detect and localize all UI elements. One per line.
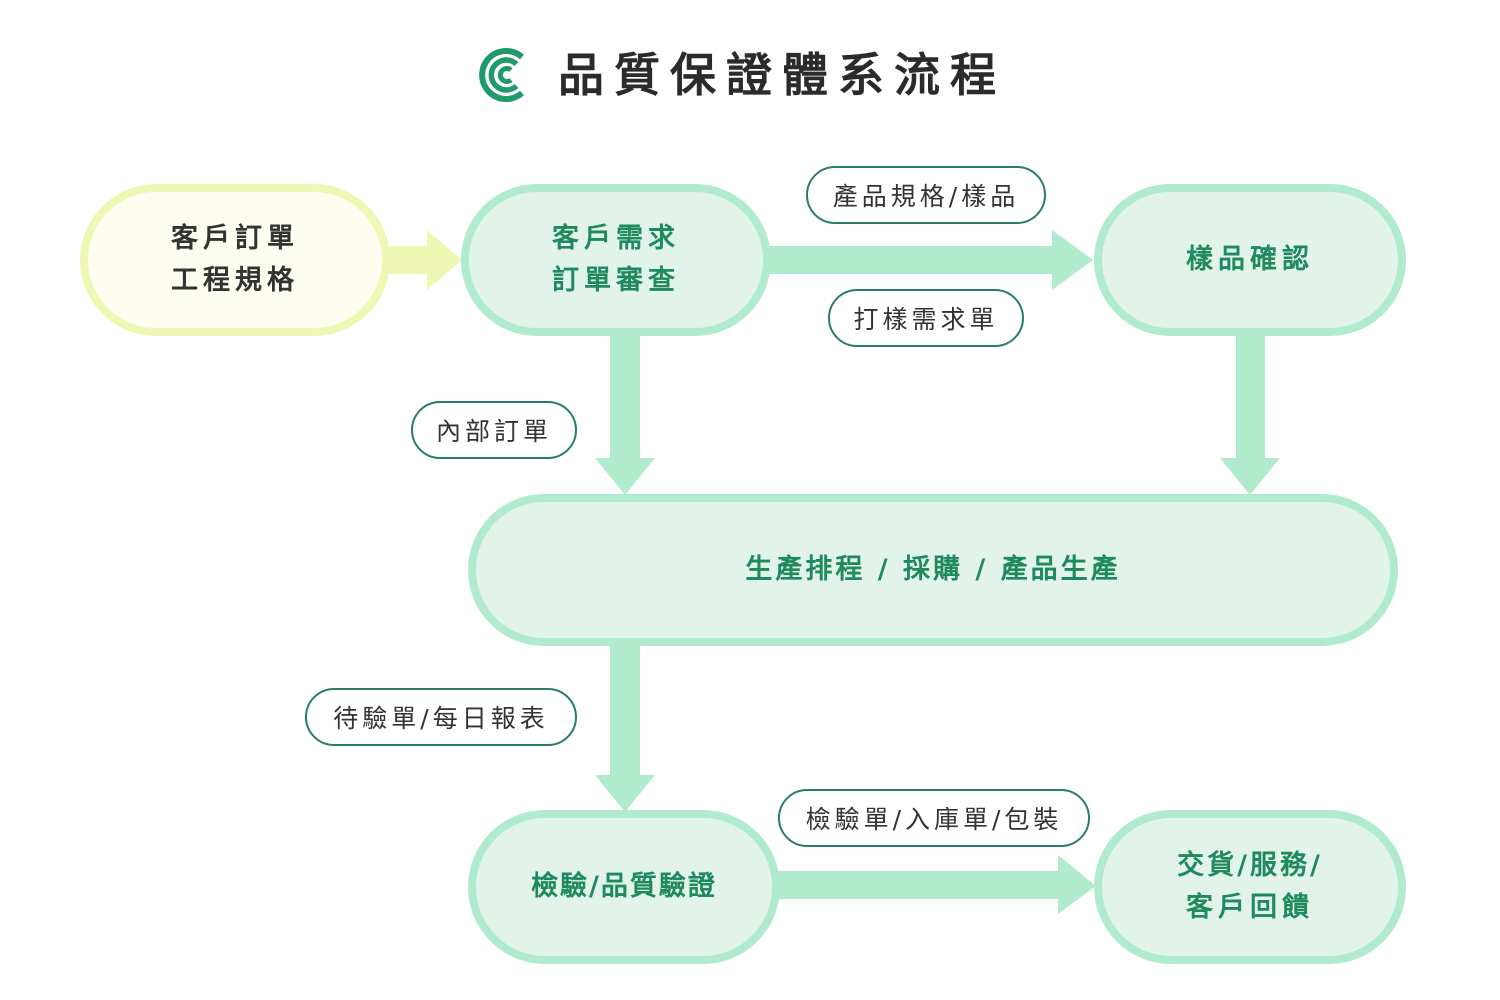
node-line: 訂單審查 bbox=[552, 265, 680, 296]
arrow-review-to-sample bbox=[768, 230, 1093, 290]
edge-label-pending-report: 待驗單/每日報表 bbox=[305, 688, 577, 746]
node-requirement-review: 客戶需求 訂單審查 bbox=[461, 184, 771, 336]
node-inspection: 檢驗/品質驗證 bbox=[468, 810, 780, 964]
arrow-review-to-production bbox=[595, 332, 655, 495]
edge-label-sample-request: 打樣需求單 bbox=[828, 289, 1024, 347]
edge-label-text: 打樣需求單 bbox=[853, 305, 999, 334]
diagram-title: 品質保證體系流程 bbox=[558, 48, 1006, 102]
node-sample-confirm: 樣品確認 bbox=[1094, 184, 1406, 336]
edge-label-text: 內部訂單 bbox=[435, 417, 552, 446]
arrow-inspection-to-delivery bbox=[775, 855, 1096, 914]
node-line: 交貨/服務/ bbox=[1177, 850, 1323, 881]
diagram-header: 品質保證體系流程 bbox=[478, 44, 1006, 106]
node-line: 客戶回饋 bbox=[1185, 892, 1314, 923]
edge-label-text: 待驗單/每日報表 bbox=[333, 704, 549, 733]
edge-label-text: 檢驗單/入庫單/包裝 bbox=[805, 805, 1063, 834]
node-production: 生產排程 / 採購 / 產品生產 bbox=[468, 494, 1398, 646]
node-line: 客戶需求 bbox=[552, 223, 680, 254]
edge-label-spec-sample: 產品規格/樣品 bbox=[806, 166, 1046, 224]
node-line: 客戶訂單 bbox=[171, 223, 299, 254]
edge-label-inspect-stock-pack: 檢驗單/入庫單/包裝 bbox=[778, 789, 1090, 847]
node-line: 生產排程 / 採購 / 產品生產 bbox=[745, 554, 1121, 585]
edge-label-text: 產品規格/樣品 bbox=[832, 182, 1020, 211]
arrow-sample-to-production bbox=[1220, 332, 1280, 495]
arrow-order-to-review bbox=[385, 230, 462, 290]
node-customer-order: 客戶訂單 工程規格 bbox=[80, 184, 390, 336]
arrow-production-to-inspection bbox=[595, 642, 655, 812]
node-line: 工程規格 bbox=[171, 265, 299, 296]
edge-label-internal-order: 內部訂單 bbox=[411, 401, 577, 459]
concentric-c-logo-icon bbox=[479, 48, 524, 102]
node-line: 樣品確認 bbox=[1186, 244, 1314, 275]
node-delivery: 交貨/服務/ 客戶回饋 bbox=[1094, 810, 1406, 964]
node-line: 檢驗/品質驗證 bbox=[531, 871, 717, 902]
